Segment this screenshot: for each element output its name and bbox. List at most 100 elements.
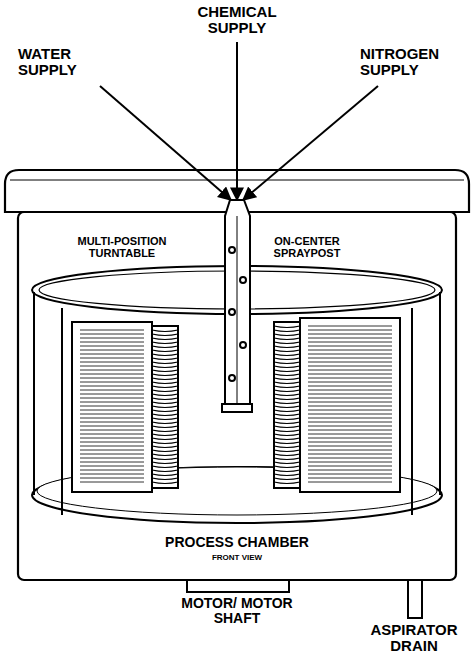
spraypost — [229, 309, 235, 315]
turntable-rods — [411, 308, 413, 515]
supply-arrows — [236, 42, 238, 200]
wafer-cassettes — [80, 394, 144, 395]
wafer-cassettes — [274, 454, 300, 456]
wafer-cassettes — [152, 338, 178, 340]
spraypost — [240, 342, 246, 348]
spraypost — [225, 200, 250, 404]
wafer-cassettes — [274, 346, 300, 348]
wafer-cassettes — [274, 322, 300, 488]
wafer-cassettes — [152, 482, 178, 484]
wafer-cassettes — [274, 338, 300, 340]
wafer-cassettes — [308, 434, 392, 435]
wafer-cassettes — [308, 350, 392, 351]
wafer-cassettes — [80, 418, 144, 419]
wafer-cassettes — [274, 442, 300, 444]
wafer-cassettes — [274, 418, 300, 420]
wafer-cassettes — [80, 366, 144, 367]
wafer-cassettes — [274, 402, 300, 404]
housing — [5, 170, 469, 580]
wafer-cassettes — [80, 402, 144, 403]
wafer-cassettes — [274, 358, 300, 360]
wafer-cassettes — [308, 338, 392, 339]
wafer-cassettes — [152, 450, 178, 452]
wafer-cassettes — [152, 466, 178, 468]
wafer-cassettes — [80, 350, 144, 351]
spraypost — [229, 247, 235, 253]
wafer-cassettes — [152, 446, 178, 448]
wafer-cassettes — [308, 418, 392, 419]
wafer-cassettes — [80, 358, 144, 359]
wafer-cassettes — [274, 422, 300, 424]
wafer-cassettes — [80, 422, 144, 423]
wafer-cassettes — [308, 462, 392, 463]
supply-label: WATER SUPPLY — [18, 46, 104, 78]
wafer-cassettes — [308, 386, 392, 387]
spraypost — [229, 375, 235, 381]
housing — [18, 212, 456, 580]
wafer-cassettes — [308, 342, 392, 343]
wafer-cassettes — [152, 374, 178, 376]
wafer-cassettes — [152, 366, 178, 368]
wafer-cassettes — [152, 402, 178, 404]
wafer-cassettes — [308, 482, 392, 483]
wafer-cassettes — [308, 470, 392, 471]
wafer-cassettes — [152, 406, 178, 408]
wafer-cassettes — [308, 334, 392, 335]
part-label: ASPIRATOR DRAIN — [360, 622, 468, 654]
wafer-cassettes — [274, 390, 300, 392]
wafer-cassettes — [80, 446, 144, 447]
wafer-cassettes — [80, 462, 144, 463]
wafer-cassettes — [274, 378, 300, 380]
wafer-cassettes — [80, 442, 144, 443]
wafer-cassettes — [152, 378, 178, 380]
wafer-cassettes — [274, 430, 300, 432]
wafer-cassettes — [72, 322, 178, 492]
supply-label: NITROGEN SUPPLY — [360, 46, 460, 78]
wafer-cassettes — [308, 474, 392, 475]
wafer-cassettes — [274, 470, 300, 472]
wafer-cassettes — [80, 470, 144, 471]
wafer-cassettes — [308, 358, 392, 359]
wafer-cassettes — [80, 398, 144, 399]
turntable-rods — [61, 308, 63, 515]
wafer-cassettes — [274, 394, 300, 396]
wafer-cassettes — [152, 382, 178, 384]
part-label: MULTI-POSITION TURNTABLE — [70, 236, 174, 260]
wafer-cassettes — [80, 406, 144, 407]
wafer-cassettes — [152, 346, 178, 348]
wafer-cassettes — [80, 370, 144, 371]
wafer-cassettes — [274, 466, 300, 468]
wafer-cassettes — [308, 398, 392, 399]
wafer-cassettes — [274, 374, 300, 376]
drain-pipe — [408, 580, 422, 618]
wafer-cassettes — [300, 318, 400, 492]
wafer-cassettes — [152, 430, 178, 432]
wafer-cassettes — [274, 450, 300, 452]
supply-arrows — [243, 86, 378, 200]
wafer-cassettes — [274, 482, 300, 484]
wafer-cassettes — [80, 438, 144, 439]
wafer-cassettes — [80, 338, 144, 339]
wafer-cassettes — [308, 478, 392, 479]
wafer-cassettes — [152, 386, 178, 388]
view-note: FRONT VIEW — [157, 554, 317, 563]
wafer-cassettes — [308, 438, 392, 439]
wafer-cassettes — [80, 334, 144, 335]
wafer-cassettes — [274, 362, 300, 364]
wafer-cassettes — [308, 402, 392, 403]
wafer-cassettes — [80, 346, 144, 347]
wafer-cassettes — [80, 382, 144, 383]
wafer-cassettes — [308, 374, 392, 375]
wafer-cassettes — [152, 330, 178, 332]
wafer-cassettes — [308, 422, 392, 423]
wafer-cassettes — [274, 474, 300, 476]
wafer-cassettes — [80, 362, 144, 363]
wafer-cassettes — [152, 462, 178, 464]
wafer-cassettes — [308, 382, 392, 383]
motor-shaft — [187, 580, 289, 592]
spraypost — [225, 200, 250, 404]
wafer-cassettes — [308, 454, 392, 455]
wafer-cassettes — [274, 330, 300, 332]
wafer-cassettes — [80, 454, 144, 455]
